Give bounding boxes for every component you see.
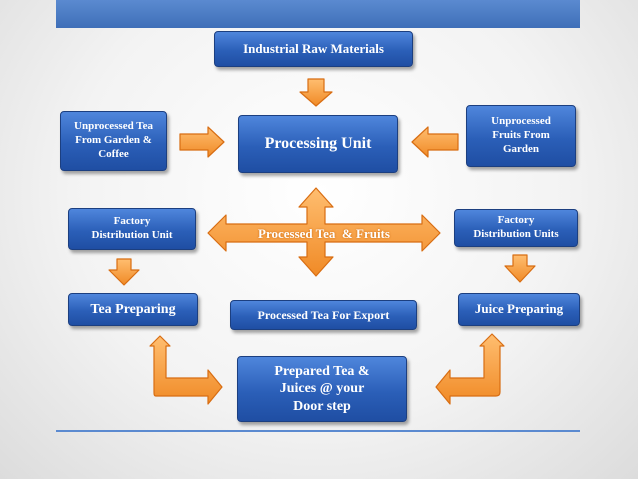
- arrow-right-dist-to-juice: [504, 254, 536, 283]
- header-bar: [56, 0, 580, 28]
- footer-line: [56, 430, 580, 432]
- arrow-left-dist-to-tea: [108, 258, 140, 286]
- arrow-tea-to-doorstep: [149, 335, 223, 405]
- node-juice-preparing: Juice Preparing: [458, 293, 580, 326]
- arrow-raw-to-processing: [299, 78, 333, 107]
- arrow-four-way: [207, 187, 441, 277]
- node-factory-distribution-left: Factory Distribution Unit: [68, 208, 196, 250]
- node-industrial-raw-materials: Industrial Raw Materials: [214, 31, 413, 67]
- arrow-doorstep-to-juice: [435, 333, 505, 405]
- node-prepared-doorstep: Prepared Tea & Juices @ your Door step: [237, 356, 407, 422]
- arrow-tea-to-processing: [179, 126, 225, 158]
- arrow-fruits-to-processing: [411, 126, 459, 158]
- node-processed-tea-export: Processed Tea For Export: [230, 300, 417, 330]
- node-unprocessed-tea: Unprocessed Tea From Garden & Coffee: [60, 111, 167, 171]
- node-processed-tea-fruits: Processed Tea & Fruits: [258, 226, 390, 241]
- node-unprocessed-fruits: Unprocessed Fruits From Garden: [466, 105, 576, 167]
- node-factory-distribution-right: Factory Distribution Units: [454, 209, 578, 247]
- node-processing-unit: Processing Unit: [238, 115, 398, 173]
- node-tea-preparing: Tea Preparing: [68, 293, 198, 326]
